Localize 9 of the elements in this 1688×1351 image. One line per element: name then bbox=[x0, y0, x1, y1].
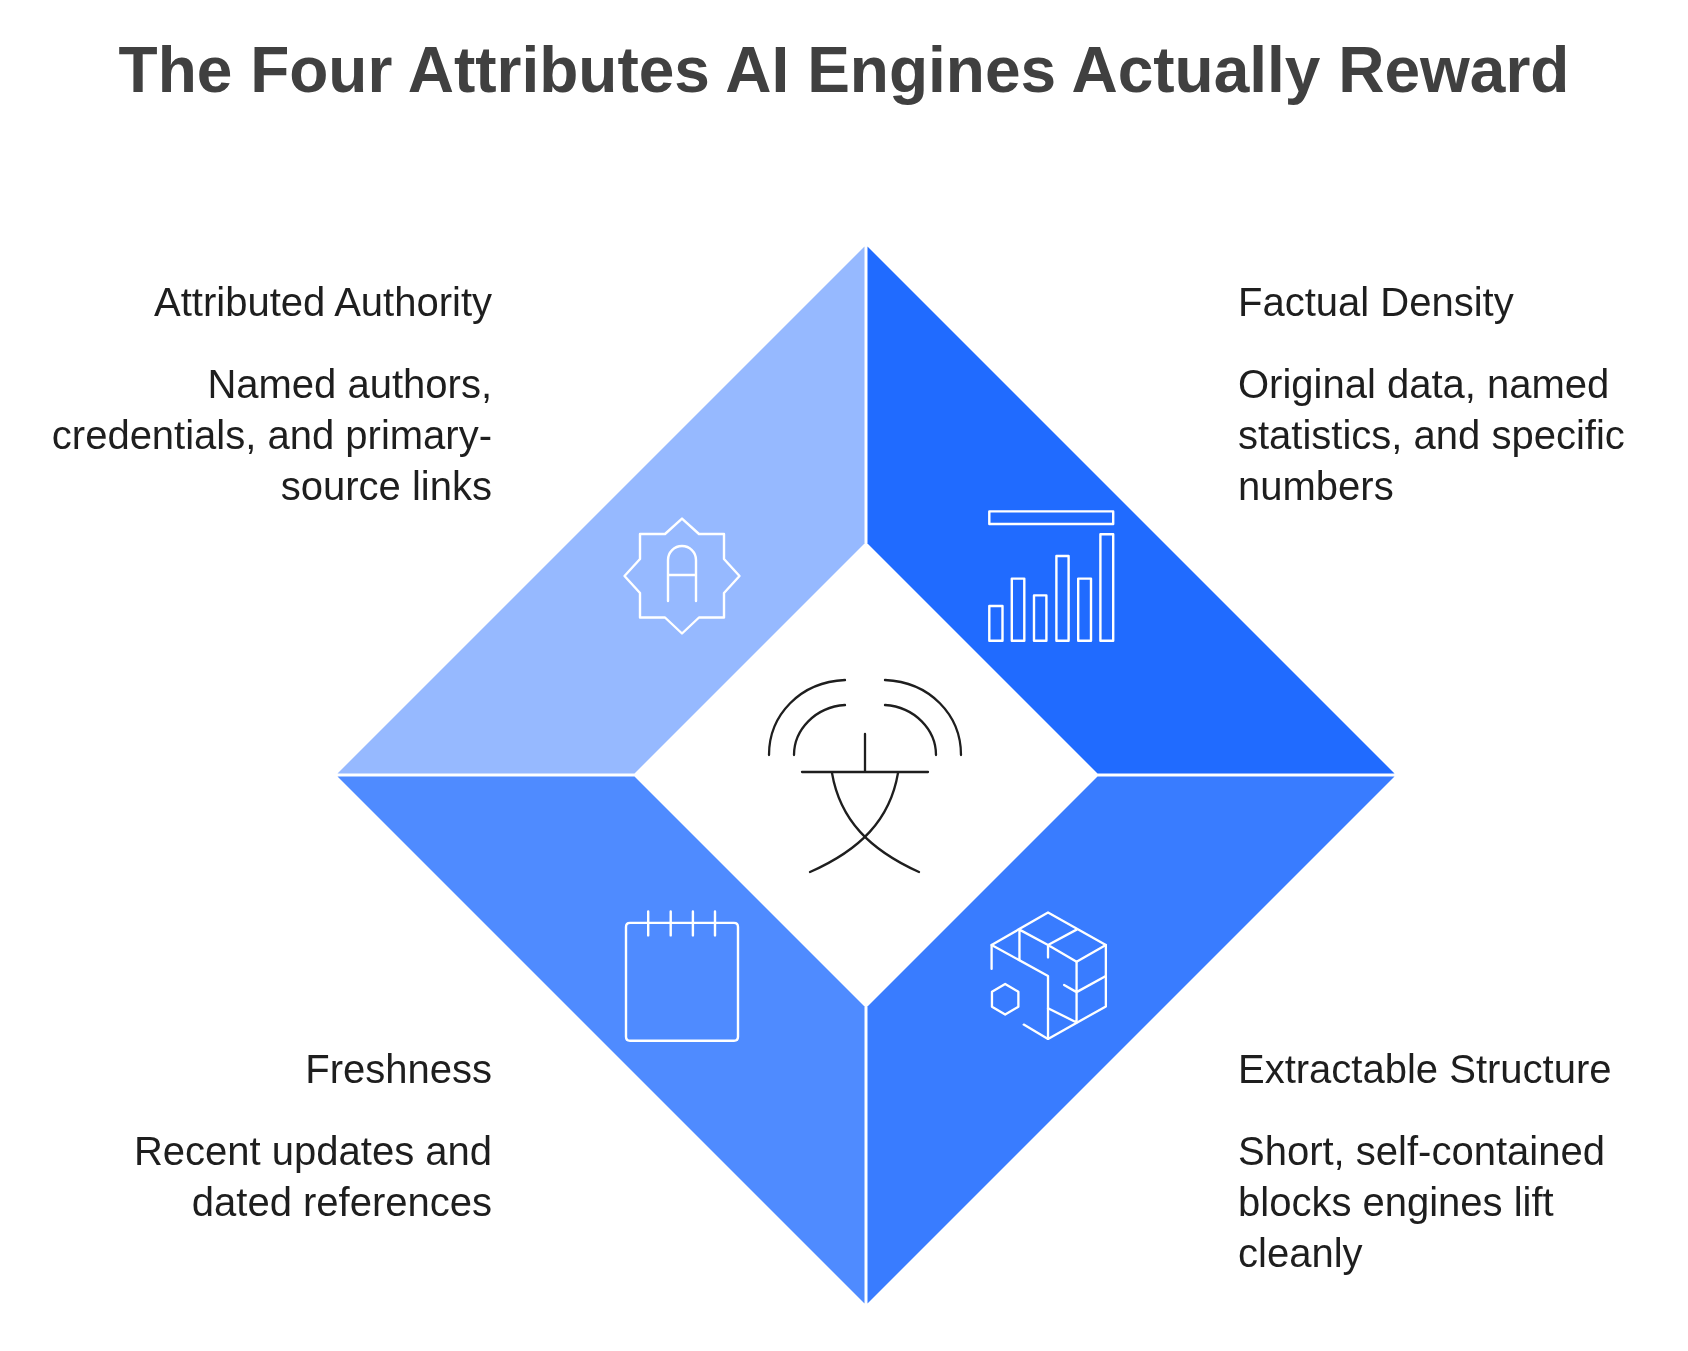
diagram-title: The Four Attributes AI Engines Actually Reward bbox=[117, 33, 1571, 108]
attribute-description: Original data, named statistics, and specific numbers bbox=[1238, 361, 1626, 510]
attribute-heading: Extractable Structure bbox=[1238, 1046, 1613, 1093]
attribute-description: Short, self-contained blocks engines lift cleanly bbox=[1238, 1128, 1606, 1277]
attribute-heading: Factual Density bbox=[1238, 279, 1515, 326]
attribute-heading: Freshness bbox=[304, 1046, 492, 1093]
attribute-heading: Attributed Authority bbox=[153, 279, 492, 326]
attribute-description: Recent updates and dated references bbox=[132, 1128, 492, 1226]
attribute-description: Named authors, credentials, and primary-source links bbox=[50, 361, 492, 510]
